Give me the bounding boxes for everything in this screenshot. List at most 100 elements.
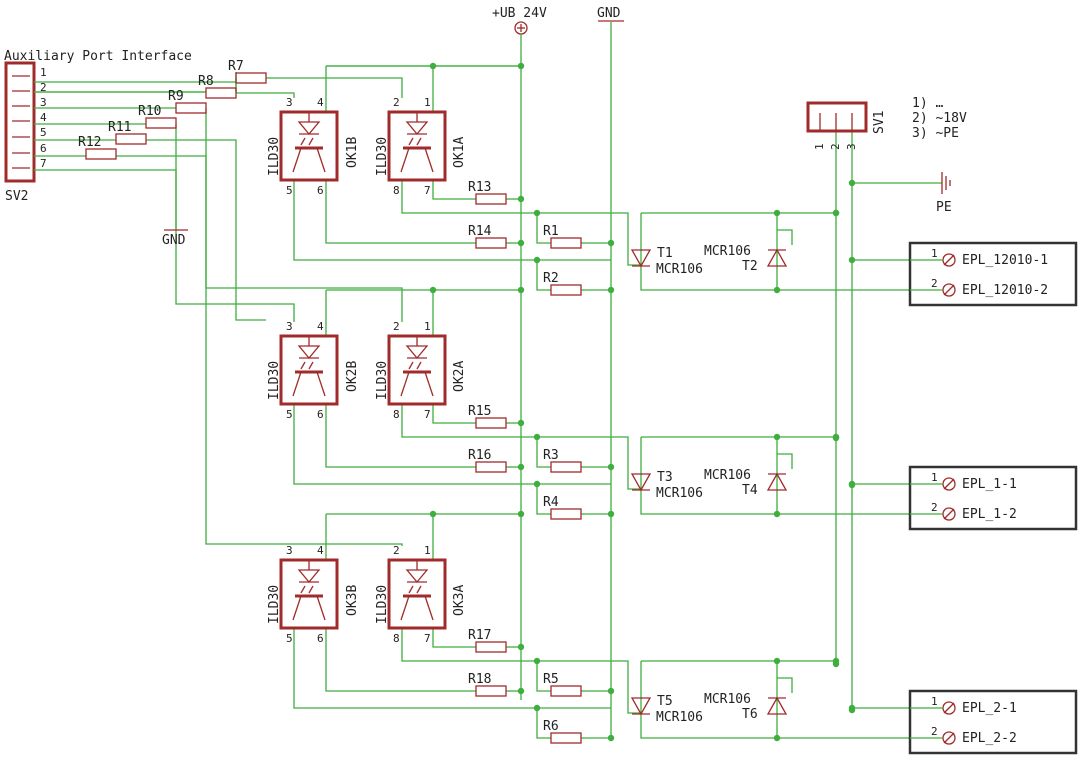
resistor-r10: R10 <box>138 104 161 119</box>
pe-earth-symbol: PE <box>936 172 952 215</box>
junction <box>832 434 840 442</box>
resistor-gate-a: R3 <box>543 448 559 463</box>
sv1-pin-1: 1 <box>813 143 826 150</box>
terminal-pin-1: 1 <box>931 471 938 484</box>
opto-pin: 5 <box>286 632 293 645</box>
thyristor-left-part: MCR106 <box>656 486 703 501</box>
thyristor-right: T2 <box>742 259 758 274</box>
thyristor-right: T4 <box>742 483 758 498</box>
resistor-output-a: R17 <box>468 628 491 643</box>
pe-label: PE <box>936 200 952 215</box>
optocoupler-ok3a <box>387 558 447 630</box>
thyristor-left-part: MCR106 <box>656 262 703 277</box>
opto-pin: 7 <box>424 632 431 645</box>
sv1-legend-1: 1) … <box>912 96 943 111</box>
resistor-gate-a: R5 <box>543 672 559 687</box>
sv1-legend-3: 3) ~PE <box>912 126 959 141</box>
resistor-gate-b: R4 <box>543 495 559 510</box>
opto-pin: 5 <box>286 184 293 197</box>
opto-part-label: ILD30 <box>267 361 282 400</box>
resistor-r12: R12 <box>78 135 101 150</box>
opto-part-label: ILD30 <box>375 137 390 176</box>
opto-pin: 7 <box>424 184 431 197</box>
opto-name-b: OK3B <box>345 585 360 616</box>
thyristor-right-part: MCR106 <box>704 244 751 259</box>
terminal-pin-1: 1 <box>931 247 938 260</box>
terminal-label-2: EPL_1-2 <box>962 507 1017 522</box>
gnd-top-symbol: GND <box>597 6 624 22</box>
opto-pin: 4 <box>317 544 324 557</box>
supply-label: +UB 24V <box>492 6 547 21</box>
junction <box>832 660 840 668</box>
resistor-output-a: R15 <box>468 404 491 419</box>
title-auxiliary-port-interface: Auxiliary Port Interface <box>4 49 192 64</box>
opto-pin: 8 <box>393 184 400 197</box>
sv2-gnd-label: GND <box>162 233 186 248</box>
opto-pin: 1 <box>424 96 431 109</box>
opto-pin: 1 <box>424 320 431 333</box>
opto-pin: 2 <box>393 96 400 109</box>
opto-part-label: ILD30 <box>267 585 282 624</box>
terminal-label-1: EPL_1-1 <box>962 477 1017 492</box>
thyristor-left: T5 <box>657 694 673 709</box>
junction <box>832 209 840 217</box>
optocoupler-ok1a <box>387 110 447 182</box>
opto-pin: 3 <box>286 544 293 557</box>
input-resistors: R7 R8 R9 R10 R11 R12 <box>78 59 267 160</box>
resistor-r8: R8 <box>198 74 214 89</box>
sv2-label: SV2 <box>5 189 28 204</box>
resistor-gate-b: R6 <box>543 719 559 734</box>
rails <box>520 22 942 740</box>
opto-pin: 4 <box>317 96 324 109</box>
opto-pin: 5 <box>286 408 293 421</box>
opto-pin: 7 <box>424 408 431 421</box>
thyristor-right: T6 <box>742 707 758 722</box>
terminal-pin-2: 2 <box>931 725 938 738</box>
resistor-gate-a: R1 <box>543 224 559 239</box>
opto-name-b: OK1B <box>345 137 360 168</box>
resistor-r9: R9 <box>168 89 184 104</box>
junction <box>848 481 856 489</box>
thyristor-pair-1 <box>630 248 788 268</box>
opto-name-a: OK1A <box>452 137 467 168</box>
resistor-gate-b: R2 <box>543 271 559 286</box>
sv2-pin-5: 5 <box>40 126 47 139</box>
terminal-label-1: EPL_12010-1 <box>962 253 1048 268</box>
resistor-output-b: R18 <box>468 672 491 687</box>
optocoupler-ok2a <box>387 334 447 406</box>
sv2-gnd-symbol: GND <box>162 229 188 248</box>
terminal-pin-2: 2 <box>931 501 938 514</box>
thyristor-right-part: MCR106 <box>704 692 751 707</box>
opto-pin: 8 <box>393 632 400 645</box>
opto-pin: 6 <box>317 408 324 421</box>
sv2-pin-1: 1 <box>40 66 47 79</box>
thyristor-right-part: MCR106 <box>704 468 751 483</box>
thyristor-left-part: MCR106 <box>656 710 703 725</box>
terminal-label-1: EPL_2-1 <box>962 701 1017 716</box>
sv2-pin-6: 6 <box>40 142 47 155</box>
opto-name-a: OK3A <box>452 585 467 616</box>
sv2-pin-7: 7 <box>40 157 47 170</box>
opto-pin: 4 <box>317 320 324 333</box>
thyristor-pair-3 <box>630 696 788 716</box>
supply-symbol: +UB 24V <box>492 6 547 35</box>
opto-part-label: ILD30 <box>375 361 390 400</box>
opto-pin: 1 <box>424 544 431 557</box>
sv1-pin-2: 2 <box>829 143 842 150</box>
resistor-output-a: R13 <box>468 180 491 195</box>
optocoupler-ok3b <box>279 558 339 630</box>
thyristor-left: T3 <box>657 470 673 485</box>
resistor-r7: R7 <box>228 59 244 74</box>
opto-name-a: OK2A <box>452 361 467 392</box>
thyristor-pair-2 <box>630 472 788 492</box>
sv1-label: SV1 <box>872 111 887 134</box>
opto-name-b: OK2B <box>345 361 360 392</box>
gnd-top-label: GND <box>597 6 621 21</box>
opto-pin: 3 <box>286 320 293 333</box>
opto-part-label: ILD30 <box>267 137 282 176</box>
opto-pin: 2 <box>393 544 400 557</box>
opto-pin: 8 <box>393 408 400 421</box>
